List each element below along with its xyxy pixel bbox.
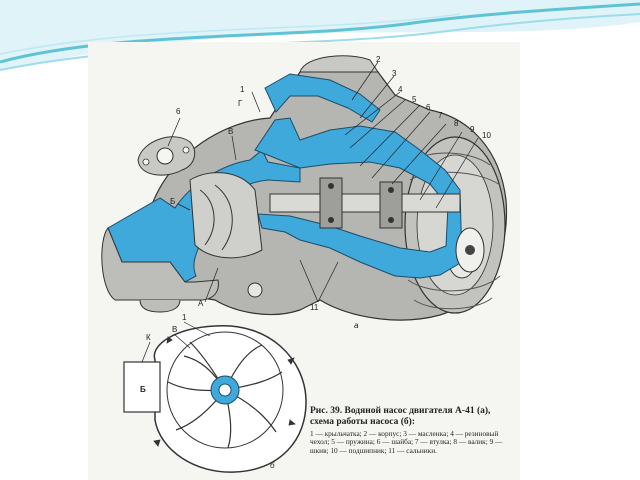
letter-label-v2: В (172, 325, 178, 334)
letter-label-b2: Б (140, 385, 146, 394)
callout-label-1: 1 (240, 85, 245, 94)
callout-label-9: 9 (470, 125, 475, 134)
callout-label-11: 11 (310, 303, 319, 312)
letter-label-a: А (198, 299, 204, 308)
pump-cutaway-drawing (101, 55, 508, 321)
callout-label-10: 10 (482, 131, 491, 140)
impeller-scheme-drawing (123, 321, 307, 473)
washer-part (137, 136, 196, 176)
callout-label-8: 8 (454, 119, 459, 128)
letter-label-g: Г (238, 99, 243, 108)
callout-label-5: 5 (412, 95, 417, 104)
figure-caption: Рис. 39. Водяной насос двигателя А-41 (а… (310, 406, 516, 455)
callout-label-3: 3 (392, 69, 397, 78)
letter-label-k: К (146, 333, 151, 342)
washer-label-6: 6 (176, 107, 181, 116)
caption-title: Рис. 39. Водяной насос двигателя А-41 (а… (310, 406, 491, 427)
callout-label-2: 2 (376, 55, 381, 64)
caption-legend: 1 — крыльчатка; 2 — корпус; 3 — масленка… (310, 428, 503, 455)
letter-label-v: В (228, 127, 234, 136)
letter-label-1b: 1 (182, 313, 187, 322)
callout-label-6: 6 (426, 103, 431, 112)
subfigure-label-b: б (270, 461, 275, 470)
subfigure-label-a: а (354, 321, 359, 330)
letter-label-b: Б (170, 197, 176, 206)
callout-label-4: 4 (398, 85, 403, 94)
callout-label-7: 7 (438, 111, 443, 120)
